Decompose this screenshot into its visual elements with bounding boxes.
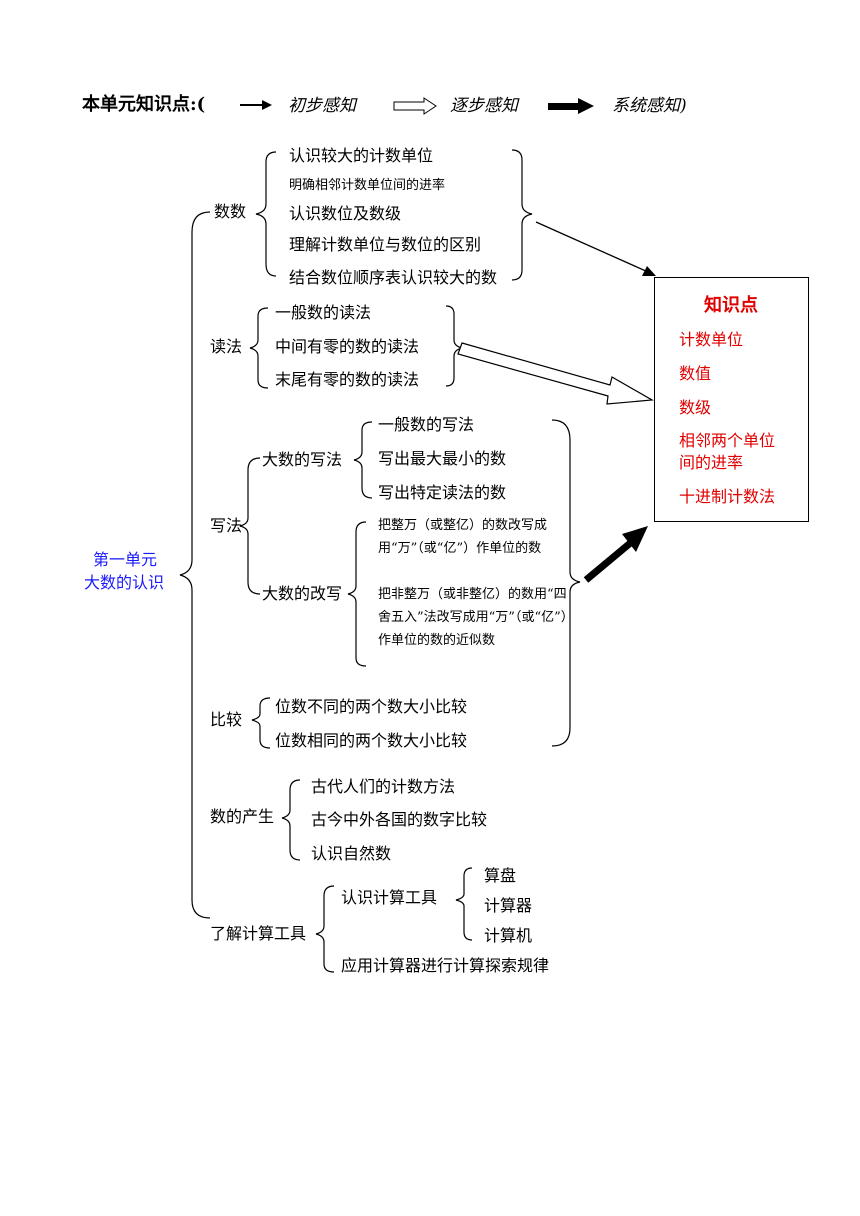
knowledge-item: 十进制计数法	[679, 487, 776, 506]
knowledge-title: 知识点	[704, 295, 758, 316]
bijiao-label: 比较	[210, 710, 243, 729]
legend-initial-label: 初步感知	[288, 96, 356, 116]
tools-brace	[455, 867, 473, 941]
dufa-item: 一般数的读法	[275, 303, 372, 322]
shushu-left-brace	[255, 151, 277, 277]
xiefa-sub2-item: 把整万（或整亿）的数改写成用“万”（或“亿”）作单位的数	[378, 518, 548, 556]
dufa-left-brace	[249, 307, 269, 389]
legend-gradual-label: 逐步感知	[450, 96, 518, 116]
knowledge-item: 数级	[679, 398, 712, 417]
root-label-line1: 第一单元	[93, 550, 158, 569]
xiefa-brace	[239, 457, 261, 595]
shushu-item: 结合数位顺序表认识较大的数	[289, 268, 498, 287]
xiefa-sub1-item: 写出特定读法的数	[378, 483, 507, 502]
tool-item: 算盘	[484, 866, 517, 885]
xiefa-sub1-label: 大数的写法	[262, 450, 343, 469]
bijiao-item: 位数相同的两个数大小比较	[275, 731, 468, 750]
knowledge-item: 计数单位	[679, 330, 744, 349]
knowledge-item: 相邻两个单位间的进率	[679, 431, 776, 472]
dufa-right-brace	[445, 305, 463, 387]
thin-arrow-icon	[535, 221, 656, 276]
legend-system-label: 系统感知)	[612, 96, 687, 116]
dufa-item: 中间有零的数的读法	[275, 337, 420, 356]
shushu-label: 数数	[214, 202, 247, 221]
shushu-item: 理解计数单位与数位的区别	[289, 235, 482, 254]
root-brace	[179, 211, 211, 919]
shushu-item: 明确相邻计数单位间的进率	[289, 178, 446, 193]
hollow-arrow-icon	[457, 342, 654, 405]
dufa-item: 末尾有零的数的读法	[275, 370, 420, 389]
tool-item: 计算器	[484, 896, 533, 915]
sub2-left-brace	[347, 521, 367, 667]
xiefa-sub1-item: 写出最大最小的数	[378, 449, 507, 468]
tool-item: 计算机	[484, 926, 533, 945]
dufa-label: 读法	[210, 337, 243, 356]
gongju-sub1-label: 认识计算工具	[341, 888, 438, 907]
page-title: 本单元知识点:(	[82, 94, 206, 115]
xiefa-right-brace	[551, 419, 581, 747]
xiefa-label: 写法	[210, 516, 243, 535]
knowledge-item: 数值	[679, 364, 712, 383]
chansheng-brace	[281, 779, 301, 861]
chansheng-item: 认识自然数	[311, 844, 392, 863]
bijiao-left-brace	[251, 697, 271, 749]
chansheng-item: 古代人们的计数方法	[311, 777, 456, 796]
shushu-right-brace	[511, 149, 533, 281]
sub1-left-brace	[353, 421, 373, 499]
xiefa-sub1-item: 一般数的写法	[378, 415, 475, 434]
gongju-sub2-label: 应用计算器进行计算探索规律	[341, 956, 550, 975]
shushu-item: 认识较大的计数单位	[289, 146, 434, 165]
legend-hollow-arrow-icon	[393, 97, 437, 115]
bold-arrow-icon	[583, 526, 648, 583]
root-label-line2: 大数的认识	[84, 573, 165, 592]
bijiao-item: 位数不同的两个数大小比较	[275, 697, 468, 716]
xiefa-sub2-label: 大数的改写	[262, 584, 343, 603]
xiefa-sub2-item: 把非整万（或非整亿）的数用“四舍五入”法改写成用“万”（或“亿”）作单位的数的近…	[378, 587, 568, 648]
shushu-item: 认识数位及数级	[289, 204, 402, 223]
knowledge-box: 知识点 计数单位 数值 数级 相邻两个单位间的进率 十进制计数法	[654, 277, 809, 522]
legend-thin-arrow-icon	[240, 100, 272, 110]
chansheng-label: 数的产生	[210, 807, 275, 826]
legend-bold-arrow-icon	[548, 98, 594, 114]
chansheng-item: 古今中外各国的数字比较	[311, 810, 488, 829]
gongju-label: 了解计算工具	[210, 924, 307, 943]
gongju-brace	[315, 885, 335, 973]
